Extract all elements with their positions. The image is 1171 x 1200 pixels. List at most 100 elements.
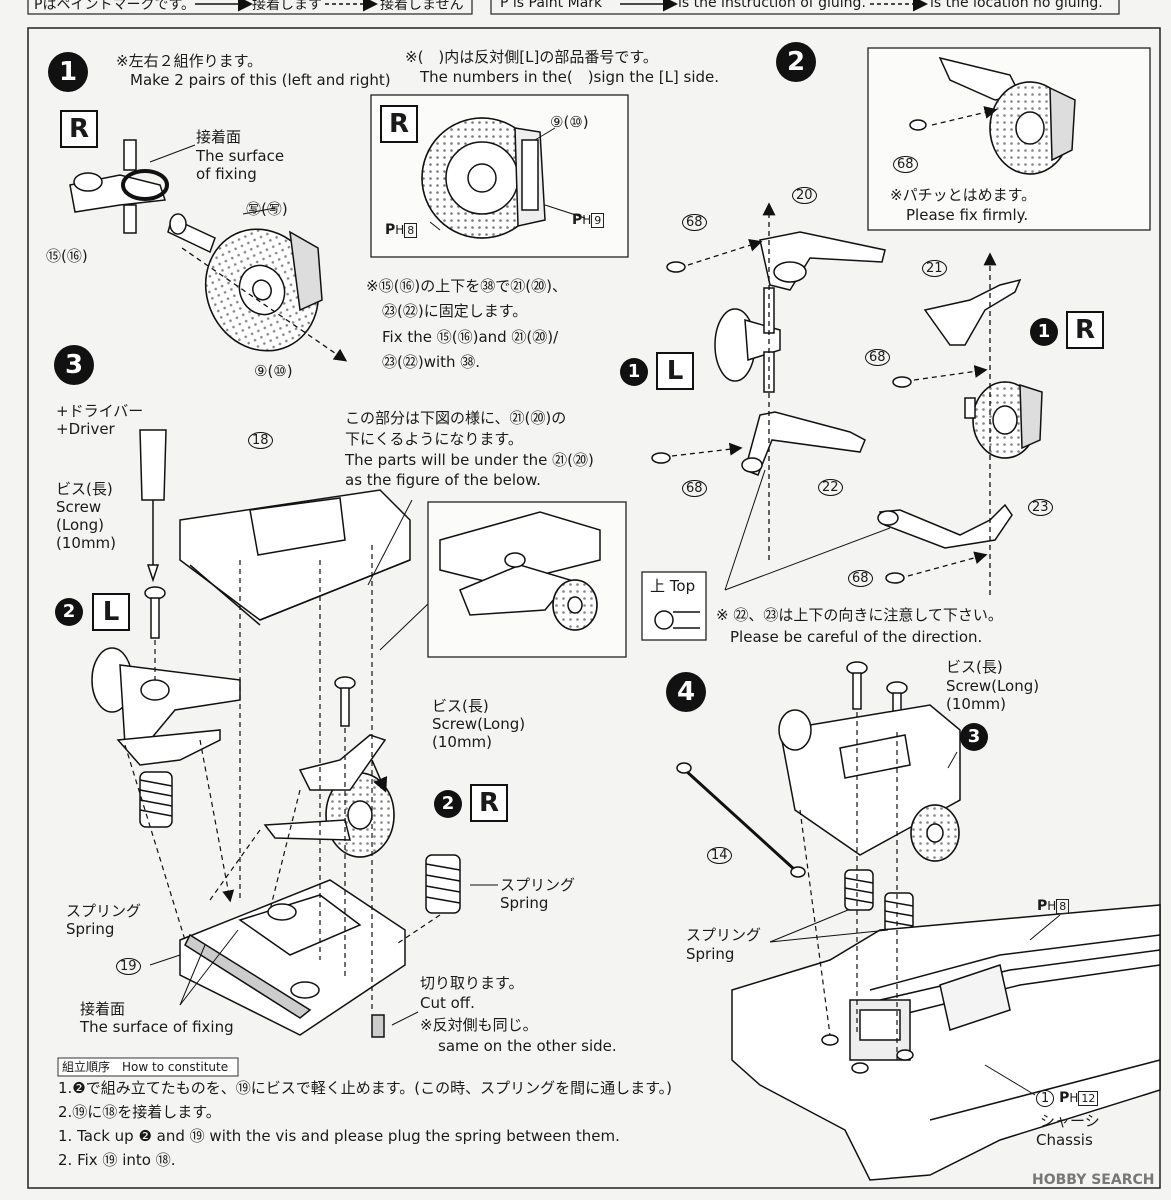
step1-number: 1: [48, 52, 88, 92]
assembly-order-line-1: 1.❷で組み立てたものを、⑲にビスで軽く止めます。(この時、スプリングを間に通し…: [58, 1079, 672, 1097]
screw-label-en2: (Long): [56, 516, 105, 534]
assembly-order-title: 組立順序 How to constitute: [62, 1060, 229, 1074]
spring-right-en: Spring: [500, 894, 549, 912]
part-68-label-1: 68: [682, 212, 707, 231]
chassis-label-jp: シャーシ: [1040, 1112, 1100, 1130]
step1-side-badge: R: [60, 110, 98, 148]
snap-note-jp: ※パチッとはめます。: [890, 186, 1037, 204]
step4-screw-en2: (10mm): [946, 695, 1007, 713]
step1-knuckle-drawing: [69, 139, 323, 352]
snap-note-en: Please fix firmly.: [906, 206, 1029, 224]
part-18-label: 18: [248, 430, 273, 449]
legend-glue-en: is the instruction of gluing.: [678, 0, 866, 11]
top-indicator-box: [641, 571, 707, 641]
part-68-label-2: 68: [865, 347, 890, 366]
chassis-label-en: Chassis: [1036, 1131, 1093, 1149]
part-21-text: 21: [922, 260, 947, 277]
step2-right-ref-num: 1: [1030, 318, 1058, 346]
step2-inset-part-68: 68: [893, 154, 918, 173]
legend-glue: 接着します: [252, 0, 322, 13]
screw2-label-en1: Screw(Long): [432, 715, 526, 733]
step3-right-ref-num: 2: [434, 790, 462, 818]
part-22-text: 22: [818, 479, 843, 496]
screw2-label-en2: (10mm): [432, 733, 493, 751]
legend-no-glue: 接着しません: [380, 0, 464, 13]
cut-note-jp: 切り取ります。: [420, 974, 524, 992]
step4-number: 4: [666, 672, 706, 712]
top-indicator-en: Top: [669, 577, 696, 595]
part-21-label: 21: [922, 258, 947, 277]
step4-sub-assembly-ref: 3: [960, 723, 988, 751]
step1-surface-en2: of fixing: [196, 165, 257, 183]
order-title-box: [57, 1057, 239, 1077]
spring-left-jp: スプリング: [66, 902, 142, 920]
top-indicator-label: 上 Top: [650, 577, 695, 596]
step4-ph8-num: 8: [1056, 899, 1070, 914]
step3-left-side-badge: L: [92, 593, 130, 631]
part-68-text-2: 68: [865, 349, 890, 366]
under-note-jp2: 下にくるようになります。: [345, 430, 523, 448]
legend-paint-mark-en: P is Paint Mark: [500, 0, 603, 11]
under-note-en1: The parts will be under the ㉑(⑳): [345, 451, 594, 469]
numbers-note-en: The numbers in the( )sign the [L] side.: [420, 68, 720, 86]
step4-spring-en: Spring: [686, 945, 735, 963]
driver-label-en: +Driver: [56, 420, 115, 438]
step1-surface-en1: The surface: [196, 147, 285, 165]
step4-screw-jp: ビス(長): [946, 658, 1003, 676]
legend-paint-mark: Pはペイントマークです。: [34, 0, 195, 14]
chassis-part-num: 1: [1036, 1090, 1055, 1107]
main-frame: [27, 27, 1161, 1189]
step3-number: 3: [54, 345, 94, 385]
step4-drawing: [676, 661, 1161, 1181]
part-67-label: ㊢(㊢): [246, 200, 288, 218]
part-20-label: 20: [792, 185, 817, 204]
step3-drawing: [91, 429, 461, 1038]
step1-note-jp: ※左右２組作ります。: [116, 52, 263, 70]
numbers-note-jp: ※( )内は反対側[L]の部品番号です。: [405, 48, 658, 66]
part-68-text-3: 68: [682, 480, 707, 497]
under-note-en2: as the figure of the below.: [345, 471, 541, 489]
inset-part-9-10: ⑨(⑩): [550, 113, 589, 131]
assembly-order-line-4: 2. Fix ⑲ into ⑱.: [58, 1151, 176, 1169]
chassis-ph-num: 12: [1078, 1091, 1099, 1106]
step3-left-ref-num: 2: [55, 598, 83, 626]
legend-paint-mark-text: Pはペイントマークです。: [34, 0, 196, 13]
screw2-label-jp: ビス(長): [432, 697, 489, 715]
legend-no-glue-en: is the location no gluing.: [930, 0, 1103, 11]
assembly-order-line-3: 1. Tack up ❷ and ⑲ with the vis and plea…: [58, 1127, 620, 1145]
step4-spring-jp: スプリング: [686, 926, 762, 944]
step2-inset-drawing: [909, 56, 1076, 175]
top-indicator-jp: 上: [650, 577, 666, 595]
step3-right-side-badge: R: [470, 784, 508, 822]
part-68-label-4: 68: [848, 568, 873, 587]
part-18-text: 18: [248, 432, 273, 449]
step1-surface-jp: 接着面: [196, 128, 242, 146]
step2-left-ref-num: 1: [620, 358, 648, 386]
part-19-text: 19: [116, 958, 141, 975]
other-side-jp: ※反対側も同じ。: [420, 1016, 538, 1034]
screw-label-en3: (10mm): [56, 534, 117, 552]
part-19-label: 19: [116, 956, 141, 975]
fix-note-jp1: ※⑮(⑯)の上下を㊳で㉑(⑳)、: [366, 277, 567, 295]
inset-ph8-num: 8: [404, 223, 418, 238]
step4-screw-en1: Screw(Long): [946, 677, 1040, 695]
part-15-16-label: ⑮(⑯): [46, 247, 88, 265]
screw-label-en1: Screw: [56, 498, 102, 516]
part-68-text-1: 68: [682, 214, 707, 231]
surface-fix-jp: 接着面: [80, 1000, 126, 1018]
part-23-text: 23: [1028, 499, 1053, 516]
under-note-jp1: この部分は下図の様に、㉑(⑳)の: [345, 409, 567, 427]
step2-number: 2: [776, 42, 816, 82]
step3-inset-drawing: [439, 511, 601, 631]
driver-label-jp: +ドライバー: [56, 402, 144, 420]
direction-note-en: Please be careful of the direction.: [730, 628, 983, 646]
step3-guide-lines: [124, 545, 441, 1010]
spring-left-en: Spring: [66, 920, 115, 938]
step2-right-side-badge: R: [1066, 311, 1104, 349]
legend-strip: [27, 0, 1120, 15]
